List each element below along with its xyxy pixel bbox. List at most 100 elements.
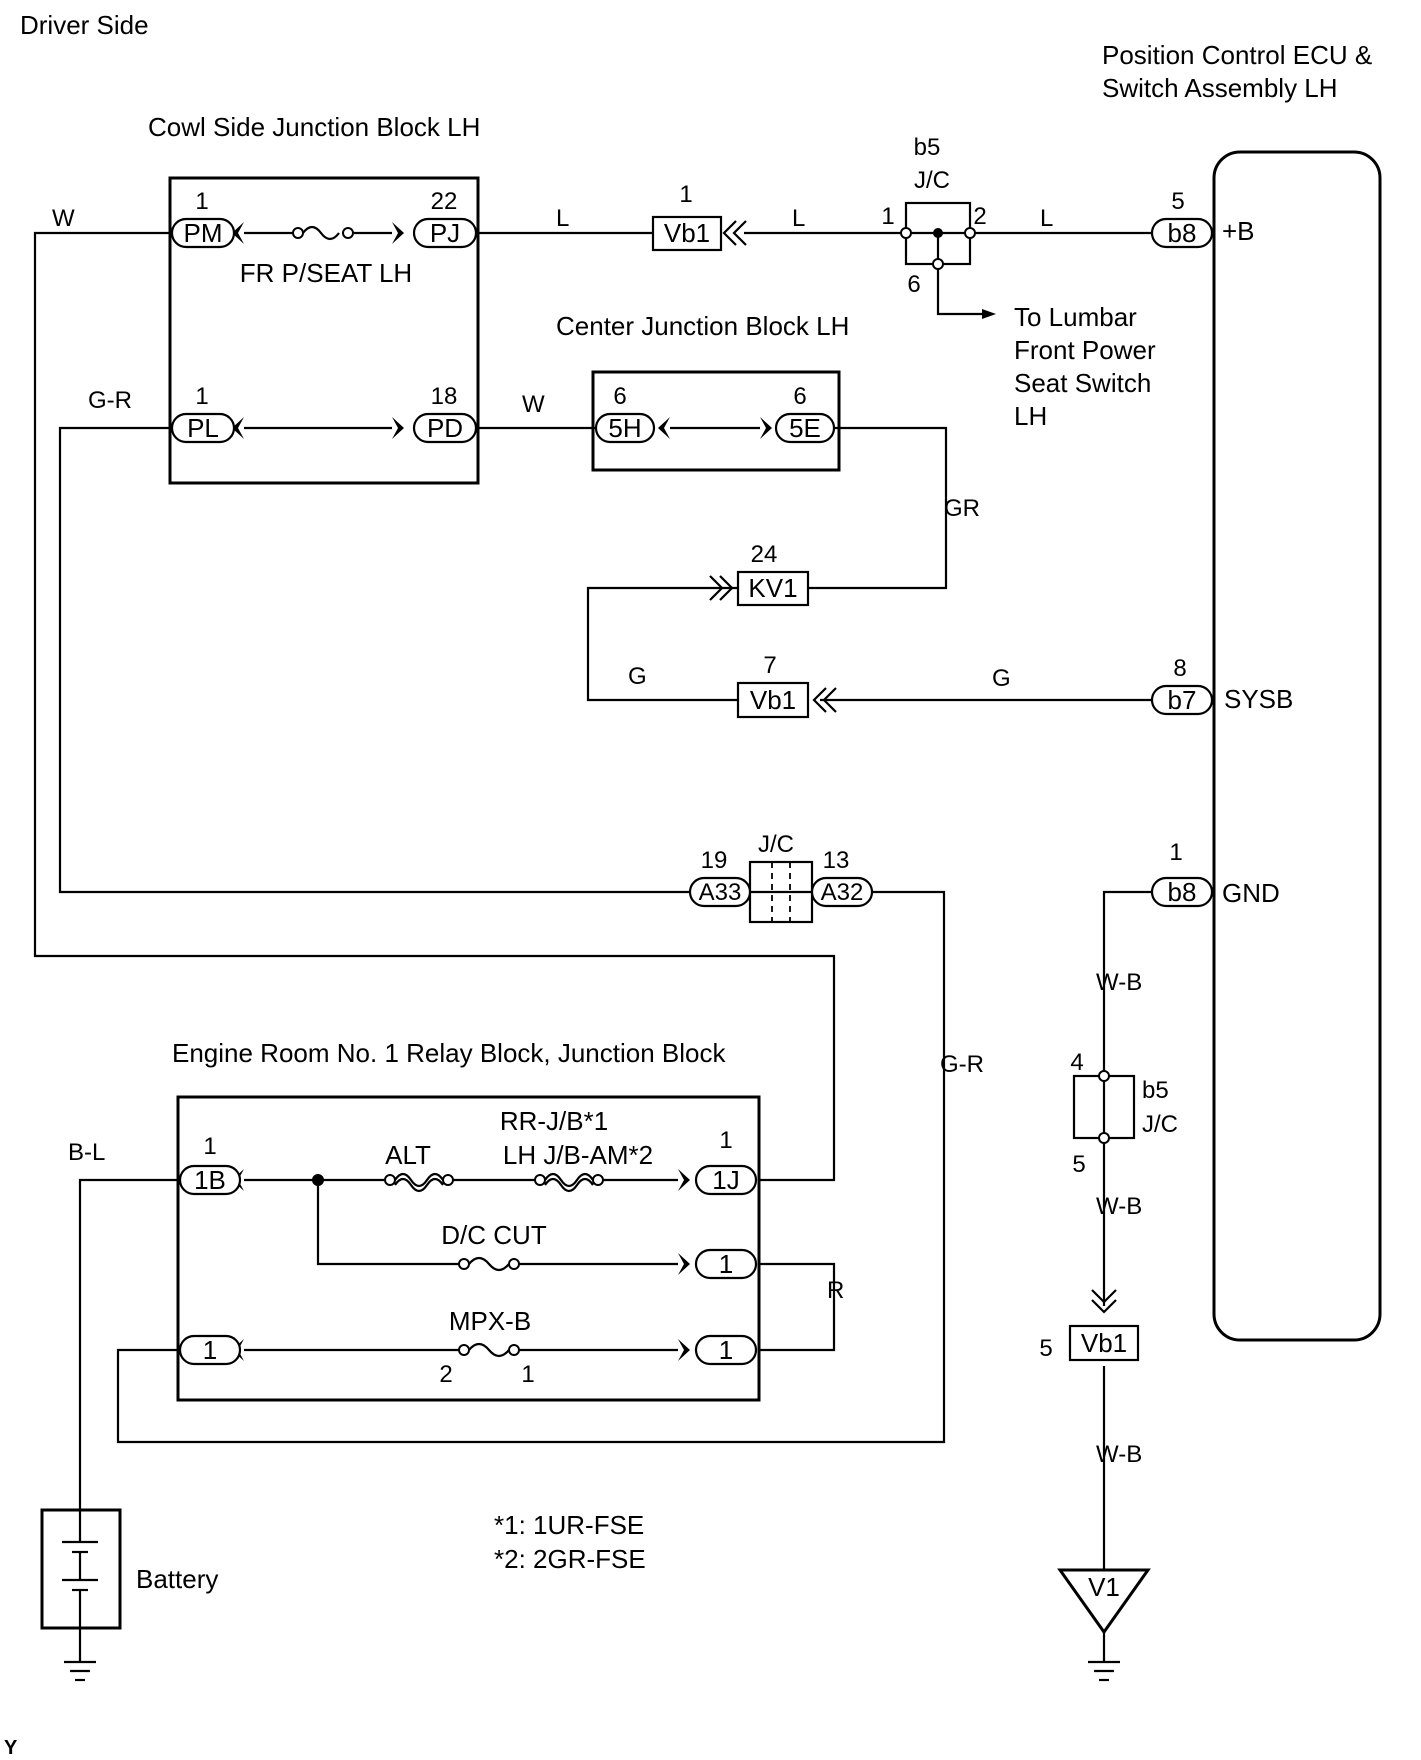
ground-v1-label: V1 bbox=[1088, 1572, 1120, 1602]
wire-label-wb3: W-B bbox=[1096, 1441, 1142, 1468]
connector-vb1-mid[interactable]: Vb1 bbox=[736, 681, 810, 719]
svg-text:PD: PD bbox=[427, 413, 463, 443]
connector-pl[interactable]: PL bbox=[170, 412, 236, 444]
ecu-title-line2: Switch Assembly LH bbox=[1102, 73, 1338, 103]
signal-plus-b: +B bbox=[1222, 216, 1255, 246]
jc-b5-gnd bbox=[1072, 1070, 1136, 1144]
connector-mpx-out[interactable]: 1 bbox=[694, 1334, 758, 1366]
svg-text:1: 1 bbox=[719, 1249, 733, 1279]
jc-top-type: J/C bbox=[914, 167, 950, 194]
svg-text:KV1: KV1 bbox=[748, 573, 797, 603]
fuse-mpx-b-label: MPX-B bbox=[449, 1306, 531, 1336]
pin-pl: 1 bbox=[195, 383, 208, 410]
pin-jc-out: 2 bbox=[973, 203, 986, 230]
svg-text:A33: A33 bbox=[699, 879, 742, 906]
pin-b8-top: 5 bbox=[1171, 188, 1184, 215]
connector-pj[interactable]: PJ bbox=[412, 217, 478, 249]
battery-icon bbox=[40, 1508, 122, 1630]
signal-sysb: SYSB bbox=[1224, 684, 1293, 714]
svg-text:A32: A32 bbox=[821, 879, 864, 906]
connector-arrow-marks bbox=[232, 222, 772, 1361]
wire-label-l2: L bbox=[792, 205, 805, 232]
pin-pj: 22 bbox=[431, 188, 458, 215]
wire-label-g1: G bbox=[628, 663, 647, 690]
fuse-mpx-b bbox=[458, 1342, 520, 1358]
svg-text:Vb1: Vb1 bbox=[1081, 1328, 1127, 1358]
position-control-ecu bbox=[1212, 150, 1382, 1342]
pin-b7: 8 bbox=[1173, 655, 1186, 682]
lumbar-line3: Seat Switch bbox=[1014, 368, 1151, 398]
page-label: Driver Side bbox=[20, 10, 149, 40]
pin-1j: 1 bbox=[719, 1127, 732, 1154]
ground-v1-icon: V1 bbox=[1057, 1568, 1151, 1635]
connector-b7[interactable]: b7 bbox=[1150, 684, 1214, 716]
connector-5e[interactable]: 5E bbox=[774, 412, 836, 444]
center-junction-block bbox=[591, 370, 841, 472]
pin-a33: 19 bbox=[701, 847, 728, 874]
jc-mid-type: J/C bbox=[758, 831, 794, 858]
fuse-dc-cut bbox=[458, 1256, 520, 1272]
wire-label-l3: L bbox=[1040, 205, 1053, 232]
connector-b8-top[interactable]: b8 bbox=[1150, 217, 1214, 249]
fusible-link-rr-jb bbox=[534, 1172, 604, 1193]
wire-label-gr-right: G-R bbox=[940, 1051, 984, 1078]
pin-vb1-low: 5 bbox=[1039, 1335, 1052, 1362]
lumbar-line2: Front Power bbox=[1014, 335, 1156, 365]
connector-a32[interactable]: A32 bbox=[810, 876, 874, 908]
pin-5h: 6 bbox=[613, 383, 626, 410]
pin-a32: 13 bbox=[823, 847, 850, 874]
connector-pd[interactable]: PD bbox=[412, 412, 478, 444]
wire-label-wb1: W-B bbox=[1096, 969, 1142, 996]
connector-b8-gnd[interactable]: b8 bbox=[1150, 876, 1214, 908]
connector-a33[interactable]: A33 bbox=[688, 876, 752, 908]
wire-label-w-mid: W bbox=[522, 391, 545, 418]
svg-text:1: 1 bbox=[719, 1335, 733, 1365]
lumbar-line4: LH bbox=[1014, 401, 1047, 431]
ecu-title-line1: Position Control ECU & bbox=[1102, 40, 1372, 70]
svg-text:b8: b8 bbox=[1168, 218, 1197, 248]
connector-1j[interactable]: 1J bbox=[694, 1164, 758, 1196]
jc-b5-top bbox=[900, 201, 976, 270]
pin-jc-gnd-bottom: 5 bbox=[1072, 1151, 1085, 1178]
connector-pm[interactable]: PM bbox=[170, 217, 236, 249]
svg-text:Vb1: Vb1 bbox=[664, 218, 710, 248]
fuse-fr-pseat bbox=[292, 225, 354, 241]
pin-pd: 18 bbox=[431, 383, 458, 410]
connector-kv1[interactable]: KV1 bbox=[736, 570, 810, 607]
pin-jc-gnd-top: 4 bbox=[1070, 1049, 1083, 1076]
wire-label-g2: G bbox=[992, 665, 1011, 692]
pin-kv1: 24 bbox=[751, 541, 778, 568]
wire-label-bl: B-L bbox=[68, 1139, 105, 1166]
wire-label-l1: L bbox=[556, 205, 569, 232]
pin-pm: 1 bbox=[195, 188, 208, 215]
center-jb-title: Center Junction Block LH bbox=[556, 311, 849, 341]
fusible-link-alt bbox=[384, 1172, 454, 1193]
wire-label-gr-left: G-R bbox=[88, 387, 132, 414]
pin-jc-branch: 6 bbox=[907, 271, 920, 298]
connector-vb1-low[interactable]: Vb1 bbox=[1068, 1324, 1140, 1362]
connector-mpx-in[interactable]: 1 bbox=[178, 1334, 242, 1366]
fuse-dc-cut-label: D/C CUT bbox=[441, 1220, 547, 1250]
connector-vb1-top[interactable]: Vb1 bbox=[651, 215, 723, 252]
svg-text:1J: 1J bbox=[712, 1165, 739, 1195]
connector-1b[interactable]: 1B bbox=[178, 1164, 242, 1196]
pin-vb1-mid: 7 bbox=[763, 652, 776, 679]
fuse-fr-pseat-label: FR P/SEAT LH bbox=[240, 258, 412, 288]
svg-text:PM: PM bbox=[184, 218, 223, 248]
pin-1b: 1 bbox=[203, 1133, 216, 1160]
cowl-side-junction-block bbox=[168, 176, 480, 485]
svg-text:5H: 5H bbox=[608, 413, 641, 443]
pin-vb1-top: 1 bbox=[679, 181, 692, 208]
wire-network bbox=[33, 231, 1152, 1682]
svg-text:5E: 5E bbox=[789, 413, 821, 443]
svg-text:Vb1: Vb1 bbox=[750, 685, 796, 715]
jc-mid bbox=[748, 860, 814, 924]
fuse-lh-jb-am-label: LH J/B-AM*2 bbox=[503, 1140, 653, 1170]
lumbar-line1: To Lumbar bbox=[1014, 302, 1137, 332]
connector-dc-cut-out[interactable]: 1 bbox=[694, 1248, 758, 1280]
connector-5h[interactable]: 5H bbox=[594, 412, 656, 444]
fuse-alt-label: ALT bbox=[385, 1140, 431, 1170]
wire-label-w-left: W bbox=[52, 205, 75, 232]
svg-text:b8: b8 bbox=[1168, 877, 1197, 907]
